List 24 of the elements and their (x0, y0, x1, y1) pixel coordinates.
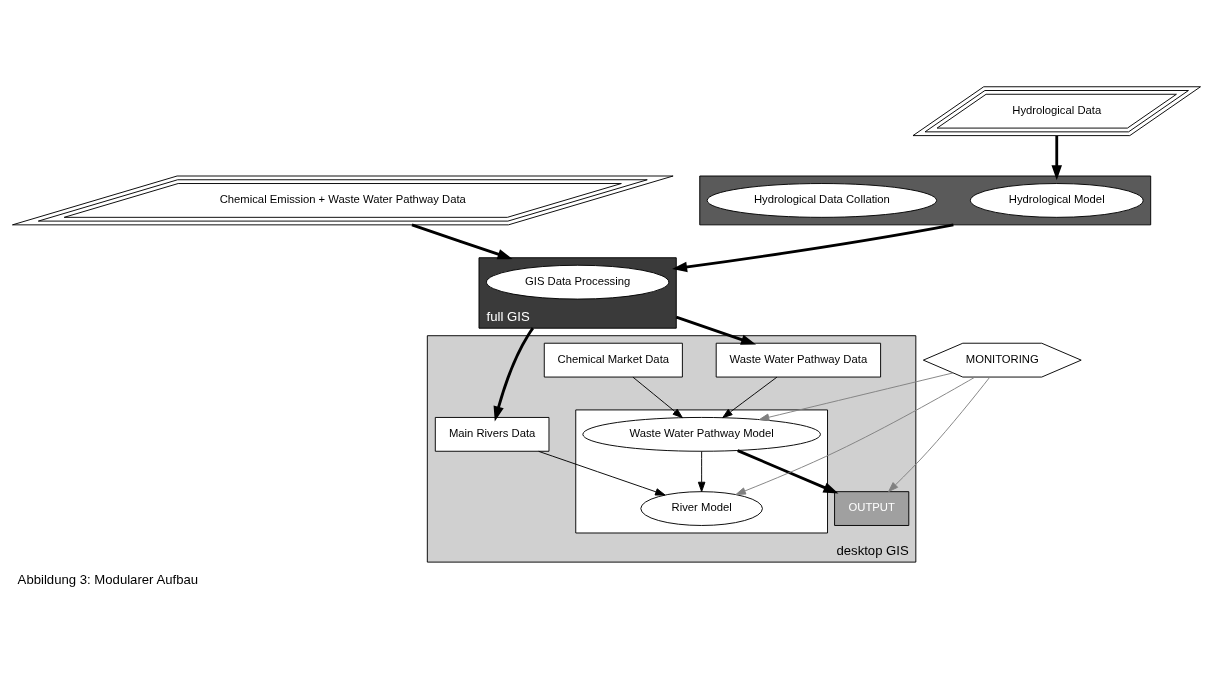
arrow (697, 450, 706, 492)
arrow (888, 376, 991, 492)
node-box: Waste Water Pathway Data (715, 342, 882, 378)
arrow (759, 371, 954, 421)
arrow (722, 376, 778, 418)
cluster (699, 175, 1152, 225)
node-ellipse: Hydrological Model (969, 182, 1144, 218)
caption: Abbildung 3: Modularer Aufbau (17, 571, 199, 587)
arrow (632, 376, 683, 418)
arrow (1051, 135, 1063, 180)
arrow (411, 223, 513, 259)
arrow (675, 315, 756, 345)
arrow (493, 326, 535, 421)
arrow (538, 450, 666, 495)
node-box: Chemical Market Data (543, 342, 683, 378)
node-ellipse: Waste Water Pathway Model (582, 416, 821, 452)
arrow (672, 222, 954, 272)
node-box: Main Rivers Data (434, 416, 550, 452)
arrow (735, 376, 976, 495)
node-ellipse: Hydrological Data Collation (706, 182, 938, 218)
node-ellipse: GIS Data Processing (485, 264, 670, 300)
arrow (737, 448, 839, 493)
node-ellipse: River Model (640, 490, 763, 526)
node-box: OUTPUT (834, 490, 910, 526)
